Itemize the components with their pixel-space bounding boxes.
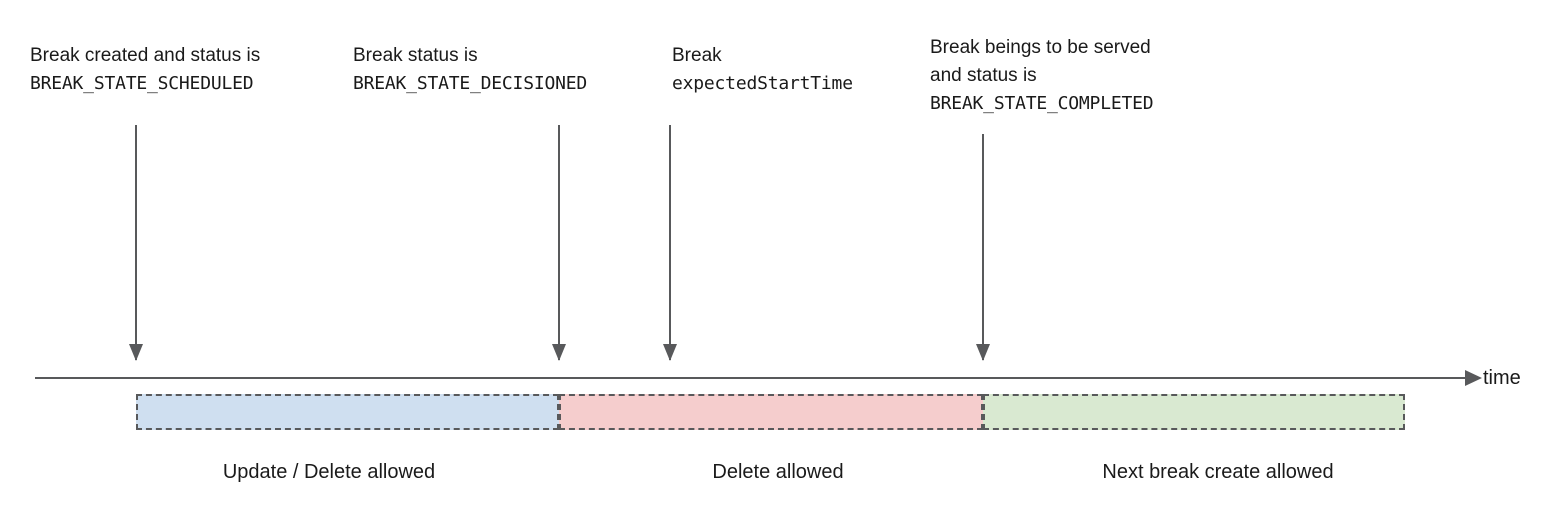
event-label-line: Break beings to be served	[930, 37, 1151, 58]
event-label-line: expectedStartTime	[672, 73, 853, 94]
event-label-line: Break status is	[353, 45, 478, 66]
phase-caption-delete-allowed: Delete allowed	[712, 461, 844, 483]
arrow-down-icon	[663, 344, 677, 361]
event-label-line: BREAK_STATE_COMPLETED	[930, 93, 1154, 114]
phase-bar-next-break-create-allowed	[983, 394, 1405, 430]
arrow-down-icon	[129, 344, 143, 361]
time-axis-line	[35, 377, 1465, 379]
event-label-line: and status is	[930, 65, 1037, 86]
arrow-shaft	[135, 125, 137, 360]
event-label-break-decisioned: Break status is BREAK_STATE_DECISIONED	[353, 42, 587, 98]
event-label-break-completed: Break beings to be served and status is BR…	[930, 34, 1154, 118]
arrow-shaft	[558, 125, 560, 360]
phase-bar-delete-allowed	[559, 394, 983, 430]
event-arrow-break-created	[129, 125, 143, 361]
phase-caption-update-delete-allowed: Update / Delete allowed	[222, 461, 436, 483]
event-arrow-break-completed	[976, 134, 990, 361]
event-label-line: Break	[672, 45, 722, 66]
arrow-down-icon	[976, 344, 990, 361]
phase-caption-next-break-create-allowed: Next break create allowed	[1102, 461, 1334, 483]
arrow-shaft	[982, 134, 984, 360]
event-label-line: Break created and status is	[30, 45, 261, 66]
event-label-break-created: Break created and status is BREAK_STATE_S…	[30, 42, 260, 98]
event-arrow-break-expected-start	[663, 125, 677, 361]
event-label-line: BREAK_STATE_SCHEDULED	[30, 73, 254, 94]
arrow-right-icon	[1465, 370, 1482, 386]
event-label-line: BREAK_STATE_DECISIONED	[353, 73, 588, 94]
time-axis-label: time	[1483, 367, 1521, 389]
event-arrow-break-decisioned	[552, 125, 566, 361]
arrow-down-icon	[552, 344, 566, 361]
phase-bar-update-delete-allowed	[136, 394, 559, 430]
arrow-shaft	[669, 125, 671, 360]
event-label-break-expected-start: Break expectedStartTime	[672, 42, 853, 98]
